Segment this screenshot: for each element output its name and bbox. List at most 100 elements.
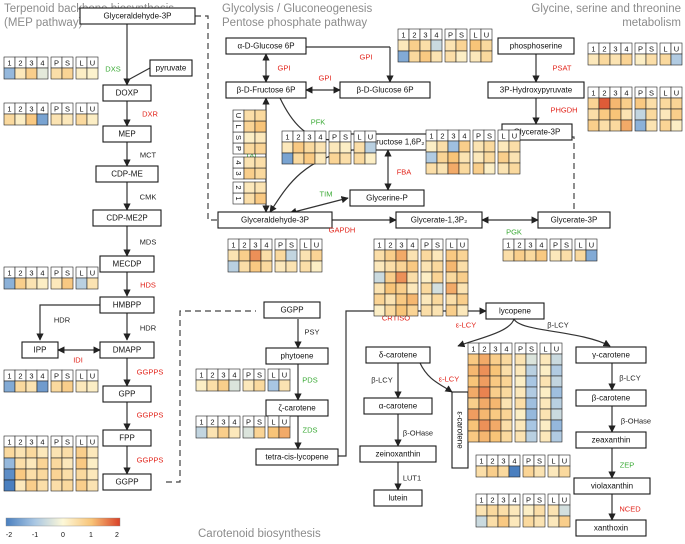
heatmap-cell xyxy=(455,39,468,52)
heatmap-header: 1 xyxy=(234,196,243,200)
node-label: IPP xyxy=(34,346,47,355)
heatmap-cell xyxy=(314,141,327,154)
enzyme-label-phgdh: PHGDH xyxy=(550,106,577,115)
heatmap-header: P xyxy=(54,438,59,447)
heatmap-header: L xyxy=(551,496,555,505)
heatmap-cell xyxy=(458,162,471,175)
heatmap-cell xyxy=(253,426,266,439)
heatmap-cell xyxy=(242,379,255,392)
heatmap-cell xyxy=(25,380,38,393)
heatmap-cell xyxy=(228,426,241,439)
node-label: β-carotene xyxy=(592,394,631,403)
heatmap-header: 1 xyxy=(199,371,203,380)
node-zcarotene: ζ-carotene xyxy=(265,399,329,417)
heatmap-cell xyxy=(497,151,510,164)
heatmap-cell xyxy=(408,50,421,63)
heatmap-header: 2 xyxy=(18,372,22,381)
heatmap-cell xyxy=(522,465,535,478)
heatmap-cell xyxy=(670,119,683,132)
heatmap-cell xyxy=(455,50,468,63)
heatmap-header: P xyxy=(278,241,283,250)
heatmap-header: P xyxy=(526,457,531,466)
heatmap-cell xyxy=(539,375,552,388)
heatmap-cell xyxy=(549,249,562,262)
heatmap-cell xyxy=(75,479,88,492)
heatmap-header: P xyxy=(638,89,643,98)
heatmap-cell xyxy=(75,446,88,459)
heatmap-cell xyxy=(489,397,502,410)
heatmap-cell xyxy=(444,50,457,63)
heatmap-cell xyxy=(467,386,480,399)
heatmap-header: 4 xyxy=(504,345,508,354)
heatmap-header: L xyxy=(663,89,667,98)
heatmap-cell xyxy=(620,97,633,110)
enzyme-label-zds: ZDS xyxy=(303,426,318,435)
heatmap-header: U xyxy=(589,241,594,250)
heatmap-cell xyxy=(500,397,513,410)
heatmap-cell xyxy=(524,249,537,262)
node-label: CDP-ME xyxy=(111,170,143,179)
heatmap-cell xyxy=(500,364,513,377)
heatmap-header: P xyxy=(476,132,481,141)
heatmap-cell xyxy=(525,364,538,377)
enzyme-label-mds: MDS xyxy=(140,238,157,247)
heatmap-cell xyxy=(303,152,316,165)
heatmap-header: 1 xyxy=(429,132,433,141)
legend-gradient-bar xyxy=(5,517,121,527)
heatmap-cell xyxy=(281,152,294,165)
heatmap-cell xyxy=(310,260,323,273)
enzyme-label-elcy2: ε-LCY xyxy=(439,375,459,384)
enzyme-label-hdr_left: HDR xyxy=(54,316,71,325)
heatmap-header: U xyxy=(314,241,319,250)
enzyme-label-gpi1: GPI xyxy=(278,64,291,73)
heatmap-header: 2 xyxy=(482,345,486,354)
heatmap-header: S xyxy=(649,89,654,98)
heatmap-cell xyxy=(243,142,256,155)
heatmap-cell xyxy=(447,162,460,175)
heatmap-header: 4 xyxy=(234,160,243,164)
heatmap-cell xyxy=(249,260,262,273)
heatmap-cell xyxy=(469,50,482,63)
heatmap-header: L xyxy=(543,345,547,354)
heatmap-cell xyxy=(525,386,538,399)
enzyme-label-zep: ZEP xyxy=(620,461,635,470)
heatmap-cell xyxy=(14,67,27,80)
heatmap-cell xyxy=(14,457,27,470)
heatmap-cell xyxy=(483,162,496,175)
heatmap-cell xyxy=(25,468,38,481)
heatmap-cell xyxy=(497,162,510,175)
heatmap-cell xyxy=(14,113,27,126)
heatmap-cell xyxy=(547,504,560,517)
heatmap-cell xyxy=(217,426,230,439)
heatmap-cell xyxy=(550,375,563,388)
heatmap-cell xyxy=(659,97,672,110)
heatmap-cell xyxy=(533,465,546,478)
heatmap-cell xyxy=(547,515,560,528)
heatmap-cell xyxy=(254,120,267,133)
heatmap-header: 3 xyxy=(528,241,532,250)
heatmap-cell xyxy=(500,386,513,399)
heatmap-cell xyxy=(395,271,408,284)
enzyme-label-ggpps3: GGPPS xyxy=(137,456,164,465)
section-title-glycine-2: metabolism xyxy=(622,17,681,29)
heatmap-header: 2 xyxy=(602,89,606,98)
heatmap-header: 2 xyxy=(18,59,22,68)
heatmap-header: L xyxy=(271,418,275,427)
enzyme-label-dxs: DXS xyxy=(105,65,120,74)
heatmap-cell xyxy=(3,67,16,80)
heatmap-header: S xyxy=(65,438,70,447)
heatmap-header: S xyxy=(537,496,542,505)
heatmap-cell xyxy=(395,282,408,295)
heatmap-cell xyxy=(514,408,527,421)
heatmap-header: U xyxy=(674,89,679,98)
heatmap-cell xyxy=(254,142,267,155)
heatmap-cell xyxy=(489,408,502,421)
heatmap-header: L xyxy=(357,133,361,142)
